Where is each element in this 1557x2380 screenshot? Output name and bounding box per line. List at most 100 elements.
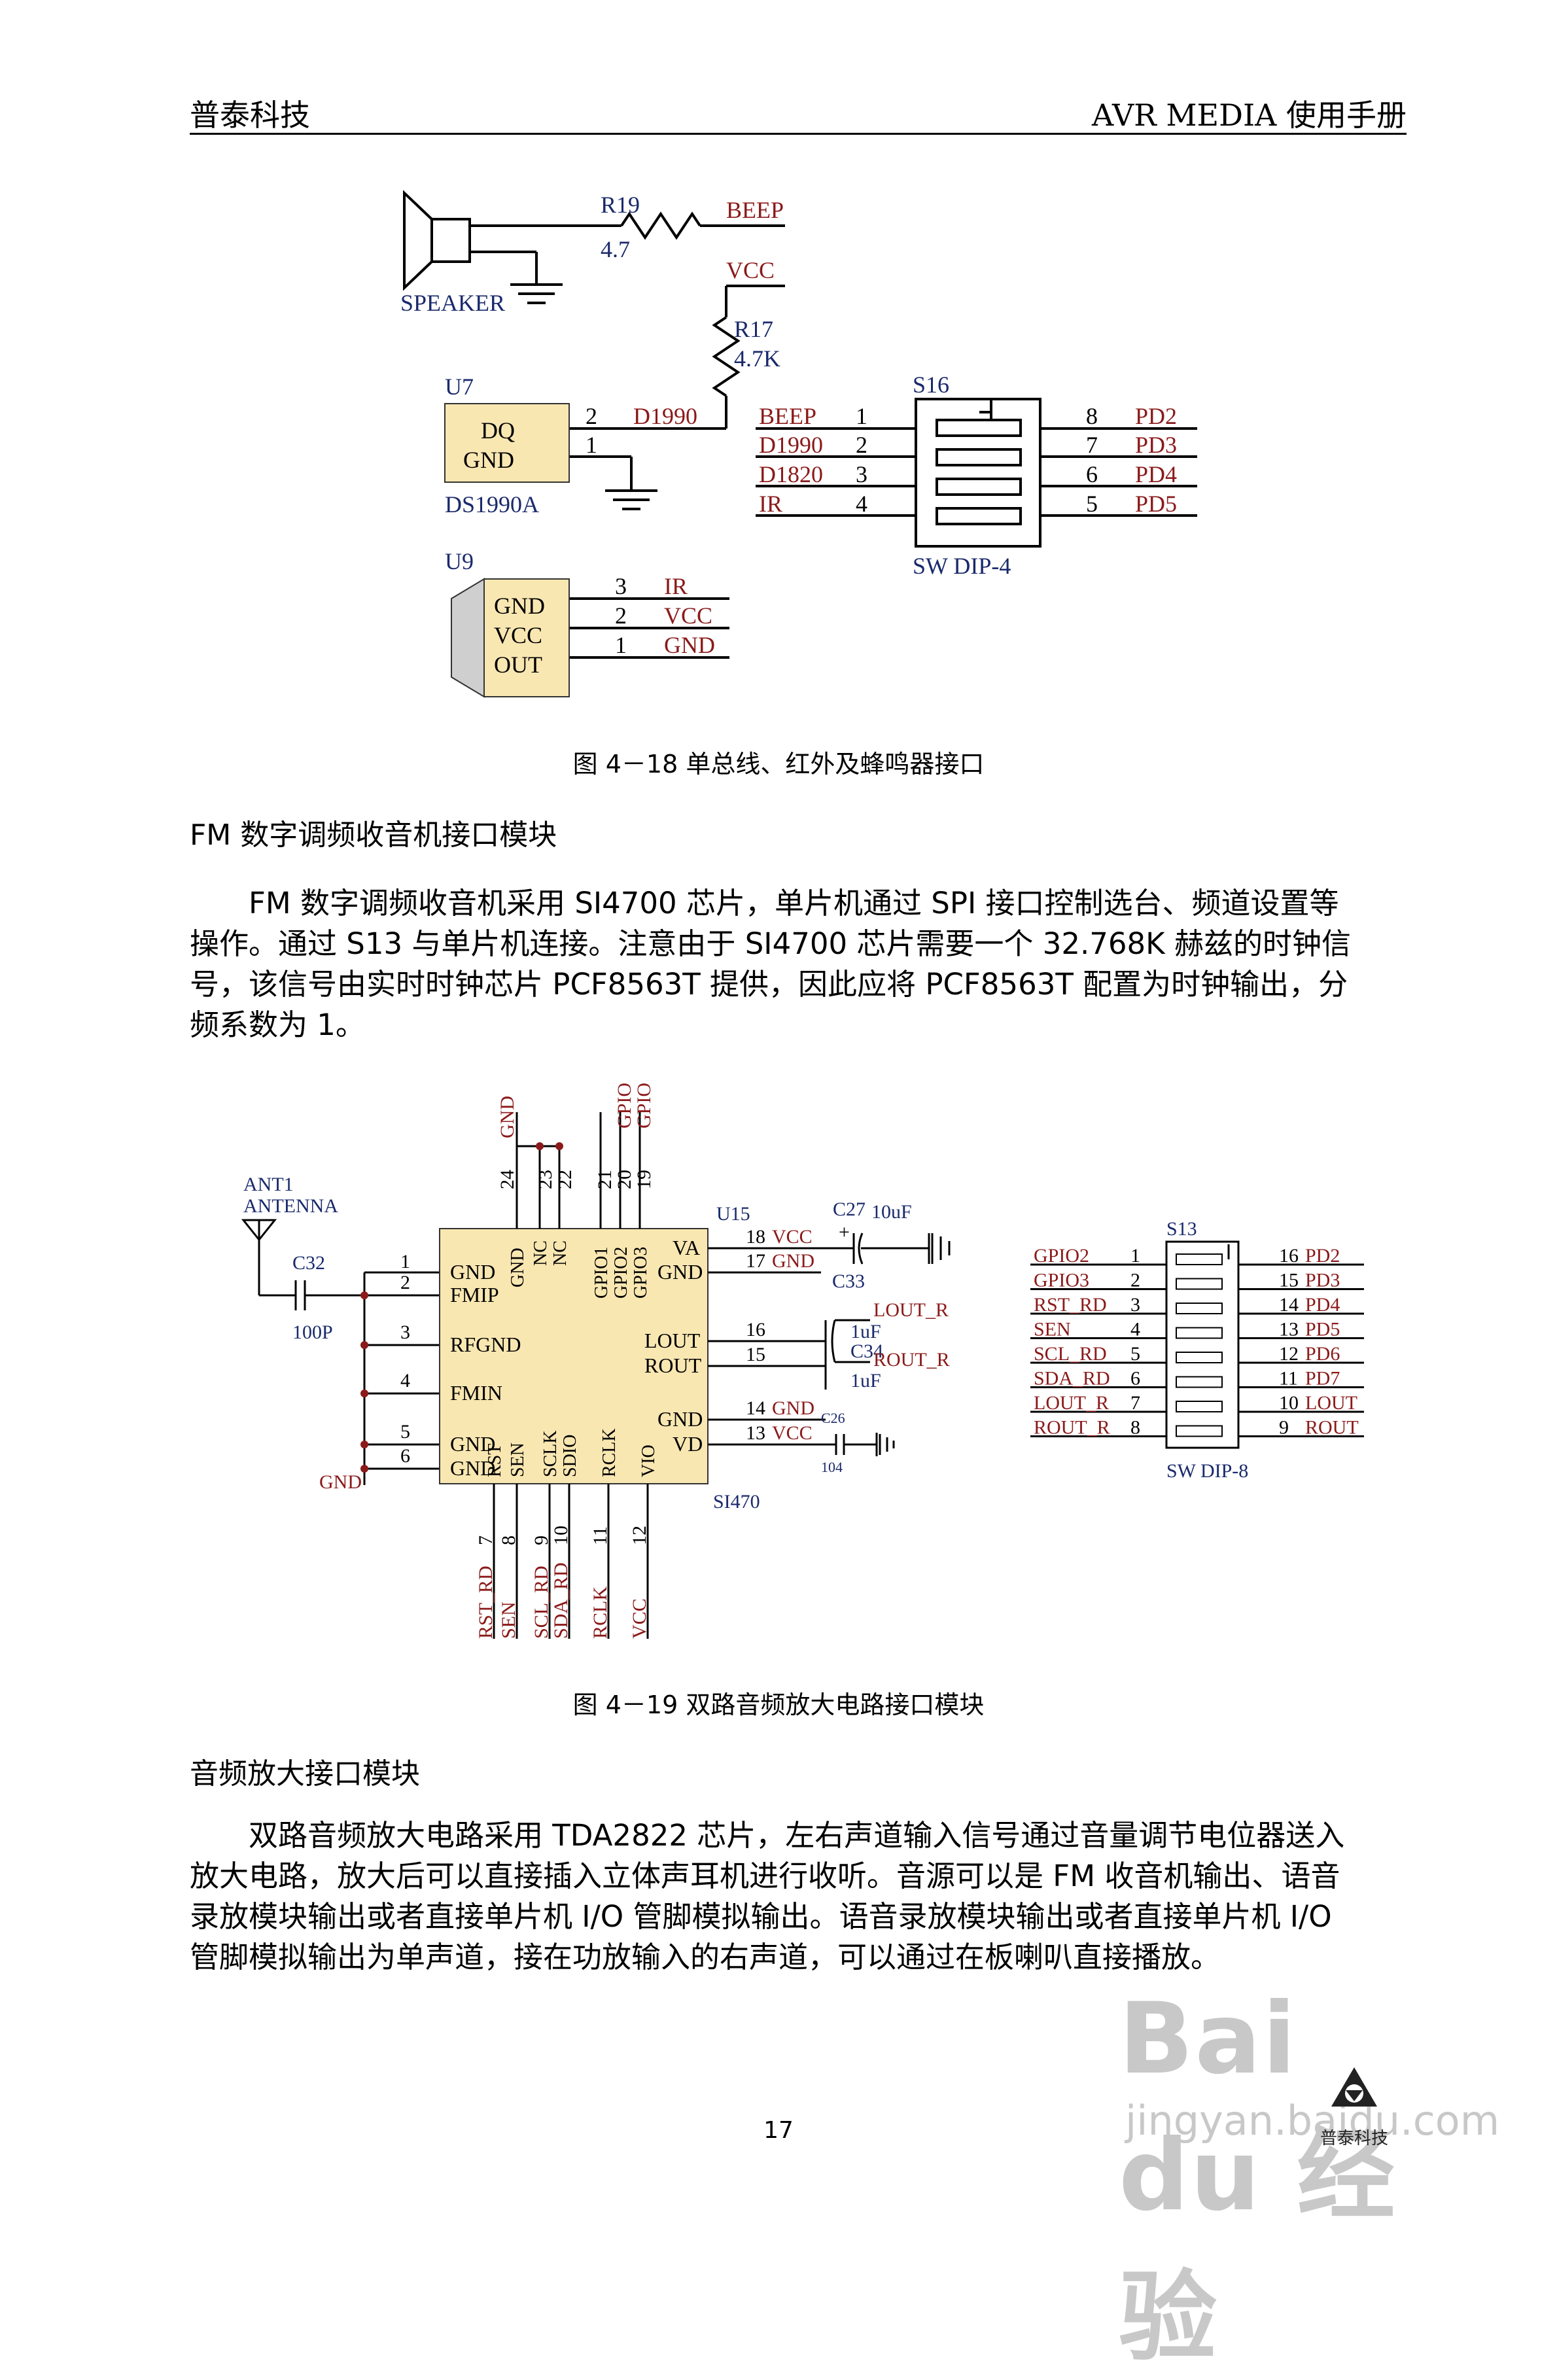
r19-value: 4.7 bbox=[601, 236, 630, 262]
net-gnd-top: GND bbox=[497, 1096, 518, 1138]
s16-pin-l2: 2 bbox=[856, 432, 867, 458]
net-sda-rd: SDA_RD bbox=[550, 1562, 572, 1639]
u15-pin-gnd5: GND bbox=[450, 1432, 495, 1456]
u9-pin-vcc: VCC bbox=[494, 622, 542, 648]
net-rclk: RCLK bbox=[589, 1586, 611, 1639]
r19-resistor-icon bbox=[620, 211, 701, 240]
s16-net-r1: PD2 bbox=[1135, 403, 1177, 429]
u15-num-7: 7 bbox=[475, 1535, 497, 1545]
ground-icon bbox=[879, 1233, 951, 1455]
u15-pin-lout: LOUT bbox=[644, 1329, 701, 1352]
watermark: Bai du 经验 jingyan.baidu.com 普泰科技 bbox=[1106, 1982, 1499, 2375]
s16-pin-l1: 1 bbox=[856, 403, 867, 429]
s16-pin-r7: 7 bbox=[1086, 432, 1098, 458]
u15-pin-vio: VIO bbox=[639, 1444, 659, 1477]
c34-ref: C34 bbox=[850, 1340, 883, 1362]
s13-left-pin: 6 bbox=[1130, 1368, 1140, 1390]
s13-right-net: PD6 bbox=[1305, 1343, 1340, 1365]
paragraph-fm: FM 数字调频收音机采用 SI4700 芯片，单片机通过 SPI 接口控制选台、… bbox=[190, 886, 1351, 1042]
u15-pin-fmin: FMIN bbox=[450, 1381, 502, 1405]
watermark-site: jingyan.baidu.com bbox=[1125, 2097, 1500, 2144]
figure-4-19-caption: 图 4－19 双路音频放大电路接口模块 bbox=[572, 1690, 985, 1719]
net-gpio-a: GPIO bbox=[614, 1083, 635, 1129]
u15-pin-va: VA bbox=[673, 1236, 700, 1259]
u15-num-8: 8 bbox=[498, 1535, 519, 1545]
s13-switch-cell bbox=[1176, 1253, 1223, 1265]
u15-num-16: 16 bbox=[746, 1319, 765, 1340]
net-gnd-17: GND bbox=[772, 1250, 814, 1272]
s13-left-pin: 1 bbox=[1130, 1245, 1140, 1267]
s13-switch-cell bbox=[1176, 1327, 1223, 1339]
u7-ref: U7 bbox=[445, 374, 474, 400]
s16-net-l2: D1990 bbox=[759, 432, 823, 458]
u15-pin-gnd14: GND bbox=[657, 1407, 703, 1431]
u15-pin-fmip: FMIP bbox=[450, 1283, 499, 1306]
r17-resistor-icon bbox=[712, 316, 741, 397]
u9-net-ir: IR bbox=[664, 573, 688, 599]
page-number: 17 bbox=[763, 2117, 794, 2144]
u9-net-gnd: GND bbox=[664, 632, 715, 658]
net-gnd-14: GND bbox=[772, 1397, 814, 1419]
s13-left-net: GPIO2 bbox=[1034, 1245, 1089, 1267]
s13-right-net: PD3 bbox=[1305, 1270, 1340, 1291]
section-heading-audio: 音频放大接口模块 bbox=[190, 1757, 420, 1791]
net-vcc-13: VCC bbox=[772, 1422, 813, 1444]
u15-pin-rout: ROUT bbox=[644, 1354, 702, 1377]
speaker-icon bbox=[430, 218, 471, 263]
u15-num-21: 21 bbox=[594, 1170, 616, 1189]
s16-net-l3: D1820 bbox=[759, 461, 823, 487]
net-vcc-18: VCC bbox=[772, 1226, 813, 1248]
header-divider bbox=[190, 133, 1407, 135]
figure-4-18-caption: 图 4－18 单总线、红外及蜂鸣器接口 bbox=[572, 750, 985, 779]
u15-pin-sen: SEN bbox=[508, 1443, 528, 1477]
net-scl-rd: SCL_RD bbox=[531, 1566, 552, 1639]
r17-value: 4.7K bbox=[734, 345, 780, 372]
ant-ref: ANT1 bbox=[243, 1174, 294, 1195]
figure-4-19-schematic: ANT1 ANTENNA C32 100P U15 SI470 C27 10uF… bbox=[241, 1083, 1364, 1639]
u15-num-1: 1 bbox=[400, 1251, 410, 1272]
s13-switch-cell bbox=[1176, 1303, 1223, 1314]
s13-right-net: PD7 bbox=[1305, 1368, 1340, 1390]
watermark-logo: Bai du 经验 bbox=[1119, 1982, 1397, 2375]
s13-left-net: SDA_RD bbox=[1034, 1368, 1110, 1390]
s16-net-r2: PD3 bbox=[1135, 432, 1177, 458]
u15-num-20: 20 bbox=[614, 1170, 635, 1189]
c26-ref: C26 bbox=[821, 1410, 845, 1426]
s13-switch-cell bbox=[1176, 1278, 1223, 1290]
u15-num-6: 6 bbox=[400, 1445, 410, 1467]
u15-num-3: 3 bbox=[400, 1321, 410, 1343]
c27-polarity: + bbox=[839, 1221, 850, 1243]
s13-left-net: RST_RD bbox=[1034, 1294, 1107, 1316]
u15-num-9: 9 bbox=[531, 1535, 552, 1545]
net-rout-r: ROUT_R bbox=[873, 1349, 950, 1371]
s13-right-pin: 13 bbox=[1279, 1319, 1299, 1340]
s13-right-pin: 10 bbox=[1279, 1392, 1299, 1414]
s13-left-net: ROUT_R bbox=[1034, 1417, 1110, 1439]
u9-pin-out: OUT bbox=[494, 652, 542, 678]
paragraph-audio: 双路音频放大电路采用 TDA2822 芯片，左右声道输入信号通过音量调节电位器送… bbox=[190, 1818, 1345, 1974]
u9-pin-gnd: GND bbox=[494, 593, 545, 619]
u15-pin-sclk: SCLK bbox=[540, 1430, 561, 1477]
speaker-cone-icon bbox=[403, 190, 433, 291]
u15-pin-gpio1: GPIO1 bbox=[591, 1247, 612, 1299]
u15-num-18: 18 bbox=[746, 1226, 765, 1248]
c33-value: 1uF bbox=[850, 1321, 881, 1342]
u15-ref: U15 bbox=[716, 1203, 750, 1225]
c34-value: 1uF bbox=[850, 1370, 881, 1391]
u15-pin-rst: RST bbox=[485, 1444, 505, 1477]
company-mark-icon: 普泰科技 bbox=[1305, 2054, 1403, 2148]
s13-left-net: GPIO3 bbox=[1034, 1270, 1089, 1291]
u15-pin-gnd17: GND bbox=[657, 1260, 703, 1284]
net-vcc-bottom: VCC bbox=[629, 1598, 650, 1639]
u15-pin-rfgnd: RFGND bbox=[450, 1333, 521, 1356]
u15-num-14: 14 bbox=[746, 1397, 765, 1419]
net-beep: BEEP bbox=[726, 197, 784, 223]
header-company: 普泰科技 bbox=[190, 97, 310, 133]
c27-ref: C27 bbox=[833, 1199, 866, 1220]
net-sen: SEN bbox=[498, 1601, 519, 1639]
figure-4-18-schematic: R19 4.7 SPEAKER R17 4.7K U7 DS1990A S16 … bbox=[400, 190, 1197, 698]
s16-pin-l4: 4 bbox=[856, 491, 867, 517]
s16-ref: S16 bbox=[913, 372, 949, 398]
u9-net-vcc: VCC bbox=[664, 603, 712, 629]
net-gpio-b: GPIO bbox=[633, 1083, 655, 1129]
